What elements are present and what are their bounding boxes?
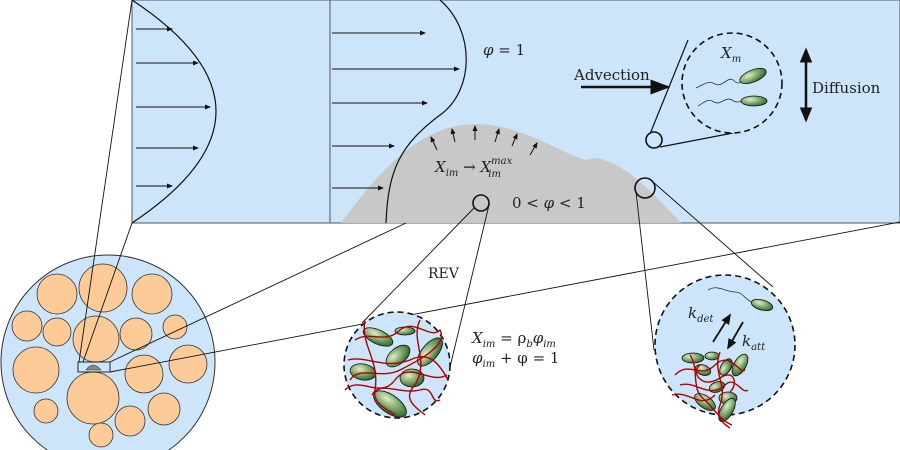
label-k-att: katt: [742, 332, 766, 353]
label-k-det: kdet: [688, 304, 714, 325]
soil-grain: [162, 314, 188, 340]
soil-grain: [42, 317, 72, 347]
soil-grain: [124, 354, 164, 394]
connecting-lines: [78, 0, 900, 373]
equation-xim: Xim = ρbφim: [471, 329, 556, 350]
equation-phi-sum: φim + φ = 1: [472, 349, 559, 370]
soil-grain: [147, 392, 181, 426]
pore-selection-rect: [77, 361, 111, 373]
attachment-spot: [634, 177, 656, 199]
eps-fibre: [408, 319, 426, 416]
label-diffusion: Diffusion: [812, 79, 881, 97]
soil-grain: [66, 371, 120, 425]
soil-grain: [114, 405, 146, 437]
eps-fibre: [674, 359, 746, 376]
eps-fibre: [344, 371, 448, 391]
detachment-arrow: [712, 313, 731, 343]
zoom-line: [649, 39, 689, 135]
velocity-arrows-main: [332, 30, 460, 191]
bacterium: [704, 351, 720, 361]
bacterium: [731, 353, 749, 377]
label-phi-range: 0 < φ < 1: [512, 194, 586, 212]
soil-grain: [12, 346, 60, 394]
rev-spot-in-biofilm: [472, 194, 490, 212]
biofilm-growth-arrows: [430, 125, 538, 156]
soil-grain: [119, 317, 153, 351]
label-phi-equals-one: φ = 1: [483, 41, 525, 59]
bacterium: [719, 358, 733, 376]
soil-grain: [33, 398, 59, 424]
zoom-line: [659, 132, 734, 148]
eps-fibre: [679, 381, 749, 392]
eps-fibre: [695, 364, 736, 393]
eps-fibre: [349, 325, 443, 381]
eps-fibre: [347, 356, 449, 381]
eps-fibre: [671, 393, 716, 402]
mobile-bacteria-spot: [645, 131, 663, 149]
eps-fibre: [717, 351, 731, 429]
soil-grain: [88, 422, 114, 448]
soil-grain: [11, 310, 43, 342]
micro-biofilm: [85, 364, 102, 371]
soil-grain: [168, 344, 208, 384]
attachment-arrow: [727, 321, 744, 350]
mobile-bacteria-zoom-circle: [681, 32, 783, 134]
velocity-profile-main: [385, 0, 467, 224]
soil-grain: [78, 263, 128, 313]
pore-scale-channel-left: [131, 0, 331, 224]
velocity-arrows-left: [136, 26, 211, 189]
bacterium: [694, 364, 712, 376]
soil-grains: [11, 263, 208, 448]
soil-grain: [36, 273, 78, 315]
label-advection: Advection: [573, 66, 650, 84]
rev-bacteria-cluster: [344, 319, 449, 418]
bacterium: [718, 397, 736, 423]
eps-fibre: [363, 319, 396, 416]
label-xm: Xm: [720, 44, 741, 65]
mobile-bacteria: [695, 67, 768, 107]
label-rev: REV: [428, 266, 460, 282]
free-bacterium: [707, 287, 774, 312]
eps-fibre: [371, 387, 441, 402]
biofilm-mound: [341, 124, 681, 223]
soil-grain: [131, 273, 173, 315]
attached-bacteria-cluster: [671, 351, 749, 429]
